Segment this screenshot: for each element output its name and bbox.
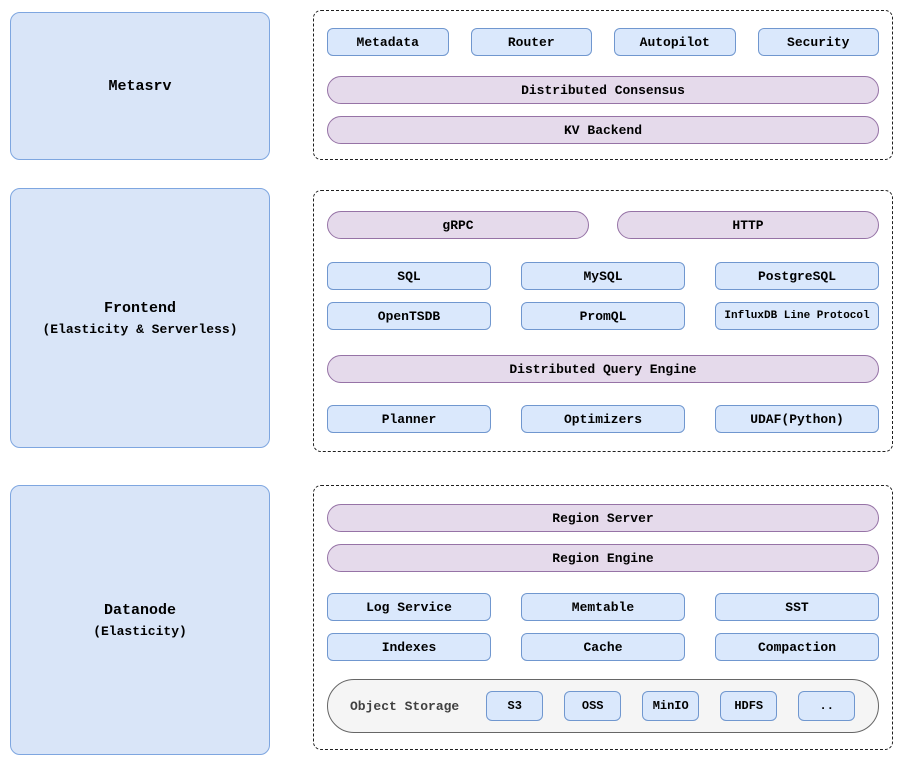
box-oss: OSS bbox=[564, 691, 622, 721]
pill-distributed-consensus: Distributed Consensus bbox=[327, 76, 879, 104]
datanode-components-row2: Indexes Cache Compaction bbox=[327, 633, 879, 661]
box-autopilot: Autopilot bbox=[614, 28, 736, 56]
pill-http: HTTP bbox=[617, 211, 879, 239]
frontend-section-box: Frontend (Elasticity & Serverless) bbox=[10, 188, 270, 448]
box-memtable: Memtable bbox=[521, 593, 685, 621]
box-router: Router bbox=[470, 28, 592, 56]
metasrv-title: Metasrv bbox=[108, 77, 172, 95]
box-sst: SST bbox=[715, 593, 879, 621]
box-mysql: MySQL bbox=[521, 262, 685, 290]
pill-grpc: gRPC bbox=[327, 211, 589, 239]
frontend-title: Frontend bbox=[103, 299, 176, 317]
box-metadata: Metadata bbox=[327, 28, 449, 56]
box-indexes: Indexes bbox=[327, 633, 491, 661]
box-promql: PromQL bbox=[521, 302, 685, 330]
box-cache: Cache bbox=[521, 633, 685, 661]
frontend-transports-row: gRPC HTTP bbox=[327, 211, 879, 239]
box-optimizers: Optimizers bbox=[521, 405, 685, 433]
metasrv-panel: Metadata Router Autopilot Security Distr… bbox=[313, 10, 893, 160]
pill-kv-backend: KV Backend bbox=[327, 116, 879, 144]
box-planner: Planner bbox=[327, 405, 491, 433]
box-security: Security bbox=[757, 28, 879, 56]
box-udaf-python: UDAF(Python) bbox=[715, 405, 879, 433]
box-postgresql: PostgreSQL bbox=[715, 262, 879, 290]
pill-region-engine: Region Engine bbox=[327, 544, 879, 572]
frontend-subtitle: (Elasticity & Serverless) bbox=[42, 321, 238, 337]
box-hdfs: HDFS bbox=[720, 691, 778, 721]
box-opentsdb: OpenTSDB bbox=[327, 302, 491, 330]
datanode-components-row1: Log Service Memtable SST bbox=[327, 593, 879, 621]
metasrv-section-box: Metasrv bbox=[10, 12, 270, 160]
box-compaction: Compaction bbox=[715, 633, 879, 661]
box-other-storage: .. bbox=[798, 691, 856, 721]
pill-region-server: Region Server bbox=[327, 504, 879, 532]
box-minio: MinIO bbox=[642, 691, 700, 721]
object-storage-container: Object Storage S3 OSS MinIO HDFS .. bbox=[327, 679, 879, 733]
datanode-panel: Region Server Region Engine Log Service … bbox=[313, 485, 893, 750]
box-log-service: Log Service bbox=[327, 593, 491, 621]
box-s3: S3 bbox=[486, 691, 544, 721]
box-influxdb-line-protocol: InfluxDB Line Protocol bbox=[715, 302, 879, 330]
box-sql: SQL bbox=[327, 262, 491, 290]
frontend-panel: gRPC HTTP SQL MySQL PostgreSQL OpenTSDB … bbox=[313, 190, 893, 452]
frontend-protocols-row2: OpenTSDB PromQL InfluxDB Line Protocol bbox=[327, 302, 879, 330]
datanode-section-box: Datanode (Elasticity) bbox=[10, 485, 270, 755]
datanode-title: Datanode bbox=[103, 601, 176, 619]
frontend-engine-row: Planner Optimizers UDAF(Python) bbox=[327, 405, 879, 433]
datanode-subtitle: (Elasticity) bbox=[93, 623, 187, 639]
frontend-protocols-row1: SQL MySQL PostgreSQL bbox=[327, 262, 879, 290]
metasrv-components-row: Metadata Router Autopilot Security bbox=[327, 28, 879, 56]
pill-distributed-query-engine: Distributed Query Engine bbox=[327, 355, 879, 383]
object-storage-label: Object Storage bbox=[350, 698, 460, 714]
